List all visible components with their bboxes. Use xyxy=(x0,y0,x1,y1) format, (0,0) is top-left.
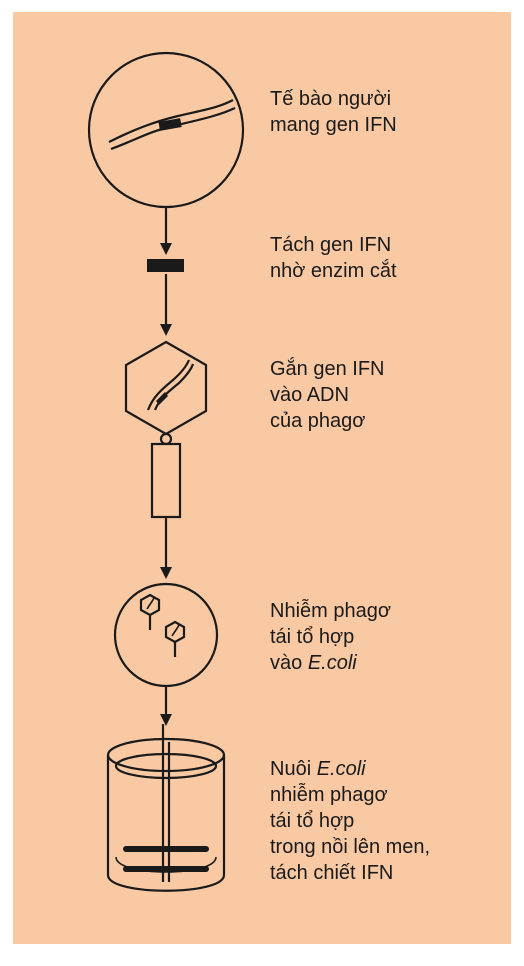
step-2-label: Tách gen IFN nhờ enzim cắt xyxy=(270,234,397,282)
arrow-2 xyxy=(160,274,172,336)
fermentation-tank-icon xyxy=(106,724,226,892)
step-1-label: Tế bào người mang gen IFN xyxy=(270,88,397,136)
bacteriophage-icon xyxy=(124,340,208,519)
ifn-gene-icon xyxy=(147,259,184,272)
step-5-label: Nuôi E.coli nhiễm phagơ tái tổ hợp trong… xyxy=(270,758,431,884)
arrow-4 xyxy=(160,686,172,726)
arrow-1 xyxy=(160,208,172,255)
arrow-3 xyxy=(160,517,172,579)
phage-small-icon xyxy=(164,620,186,657)
step-3-label: Gắn gen IFN vào ADN của phagơ xyxy=(270,358,385,432)
diagram-panel: Tế bào người mang gen IFN Tách gen IFN n… xyxy=(13,12,511,944)
process-flow-diagram xyxy=(13,12,511,944)
human-cell-icon xyxy=(87,51,245,209)
phage-small-icon xyxy=(139,593,161,630)
panel-background xyxy=(13,12,511,944)
step-4-label: Nhiễm phagơ tái tổ hợp vào E.coli xyxy=(270,600,391,674)
